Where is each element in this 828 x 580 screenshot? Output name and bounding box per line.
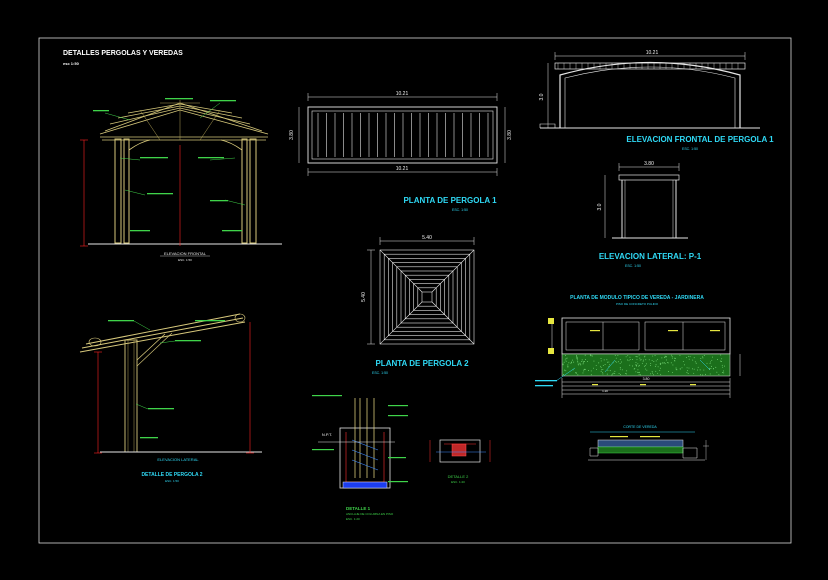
- corte-title: CORTE DE VEREDA: [623, 425, 657, 429]
- frontal-1-dim-height: 3.0: [539, 93, 545, 100]
- planta-1-title: PLANTA DE PERGOLA 1: [403, 196, 497, 205]
- lateral-title: ELEVACION LATERAL: P-1: [599, 252, 702, 261]
- pergola-2-lateral-elevation: ELEVACION LATERAL DETALLE DE PERGOLA 2 E…: [79, 313, 262, 483]
- detalle-1-anchorage: N.P.T. DETALLE 1 ANCLAJE DE COLUMNA EN P…: [312, 395, 408, 521]
- pergola-2-detail-title: DETALLE DE PERGOLA 2: [141, 472, 202, 478]
- vereda-title: PLANTA DE MODULO TIPICO DE VEREDA - JARD…: [570, 295, 704, 301]
- vereda-jardinera-plan: PLANTA DE MODULO TIPICO DE VEREDA - JARD…: [535, 295, 741, 398]
- planta-1-dim-bottom: 10.21: [396, 166, 409, 172]
- vereda-subtitle: PISO DE CONCRETO PULIDO: [616, 302, 659, 306]
- pergola-2-lateral-caption: ELEVACION LATERAL: [157, 457, 199, 462]
- planta-2-dim-depth: 5.40: [361, 292, 367, 302]
- elevacion-lateral-p1: 3.80 3.0 ELEVACION LATERAL: P-1 ESC. 1:5…: [597, 161, 702, 268]
- pergola-2-detail-scale: ESC. 1:50: [165, 479, 179, 483]
- planta-1-dim-right: 3.80: [507, 130, 513, 140]
- planta-pergola-1: 10.21 10.21 3.80 3.80 PLANTA DE PERGOLA …: [289, 91, 513, 212]
- pergola-1-elev-scale: ESC. 1:50: [178, 258, 192, 262]
- planta-pergola-2: 5.40 5.40 PLANTA DE PERGOLA 2 ESC. 1:50: [361, 235, 475, 375]
- sheet-border: [38, 37, 792, 544]
- vereda-dim-module: 1.20: [602, 389, 608, 393]
- planta-1-scale: ESC. 1:50: [452, 208, 468, 212]
- planta-1-dim-left: 3.80: [289, 130, 295, 140]
- lateral-scale: ESC. 1:50: [625, 264, 641, 268]
- frontal-1-scale: ESC. 1:50: [682, 147, 698, 151]
- detalle-2: DETALLE 2 ESC. 1:20: [429, 439, 491, 484]
- pergola-1-front-elevation: ELEVACION FRONTAL ESC. 1:50: [80, 98, 282, 262]
- corte-vereda: CORTE DE VEREDA: [588, 425, 709, 461]
- sheet-title: DETALLES PERGOLAS Y VEREDAS: [63, 50, 183, 57]
- planta-2-title: PLANTA DE PERGOLA 2: [375, 359, 469, 368]
- vereda-dim-total: 3.80: [643, 377, 650, 381]
- lateral-dim-width: 3.80: [644, 161, 654, 167]
- frontal-1-title: ELEVACION FRONTAL DE PERGOLA 1: [626, 135, 774, 144]
- elevacion-frontal-pergola-1: 10.21 3.0 ELEVACION FRONTAL DE PERGOLA 1…: [539, 50, 774, 151]
- detalle-1-level: N.P.T.: [322, 432, 332, 437]
- detalle-2-scale: ESC. 1:20: [451, 480, 465, 484]
- detalle-2-title: DETALLE 2: [448, 474, 470, 479]
- planta-2-dim-width: 5.40: [422, 235, 432, 241]
- detalle-1-title: DETALLE 1: [346, 506, 371, 511]
- planta-2-scale: ESC. 1:50: [372, 371, 388, 375]
- frontal-1-dim-width: 10.21: [646, 50, 659, 56]
- pergola-1-elev-caption: ELEVACION FRONTAL: [164, 251, 207, 256]
- planta-1-dim-top: 10.21: [396, 91, 409, 97]
- lateral-dim-height: 3.0: [597, 203, 603, 210]
- detalle-1-scale: ESC. 1:20: [346, 517, 360, 521]
- sheet-subtitle: esc 1:50: [63, 61, 80, 66]
- detalle-1-subtitle: ANCLAJE DE COLUMNA EN PISO: [346, 512, 394, 516]
